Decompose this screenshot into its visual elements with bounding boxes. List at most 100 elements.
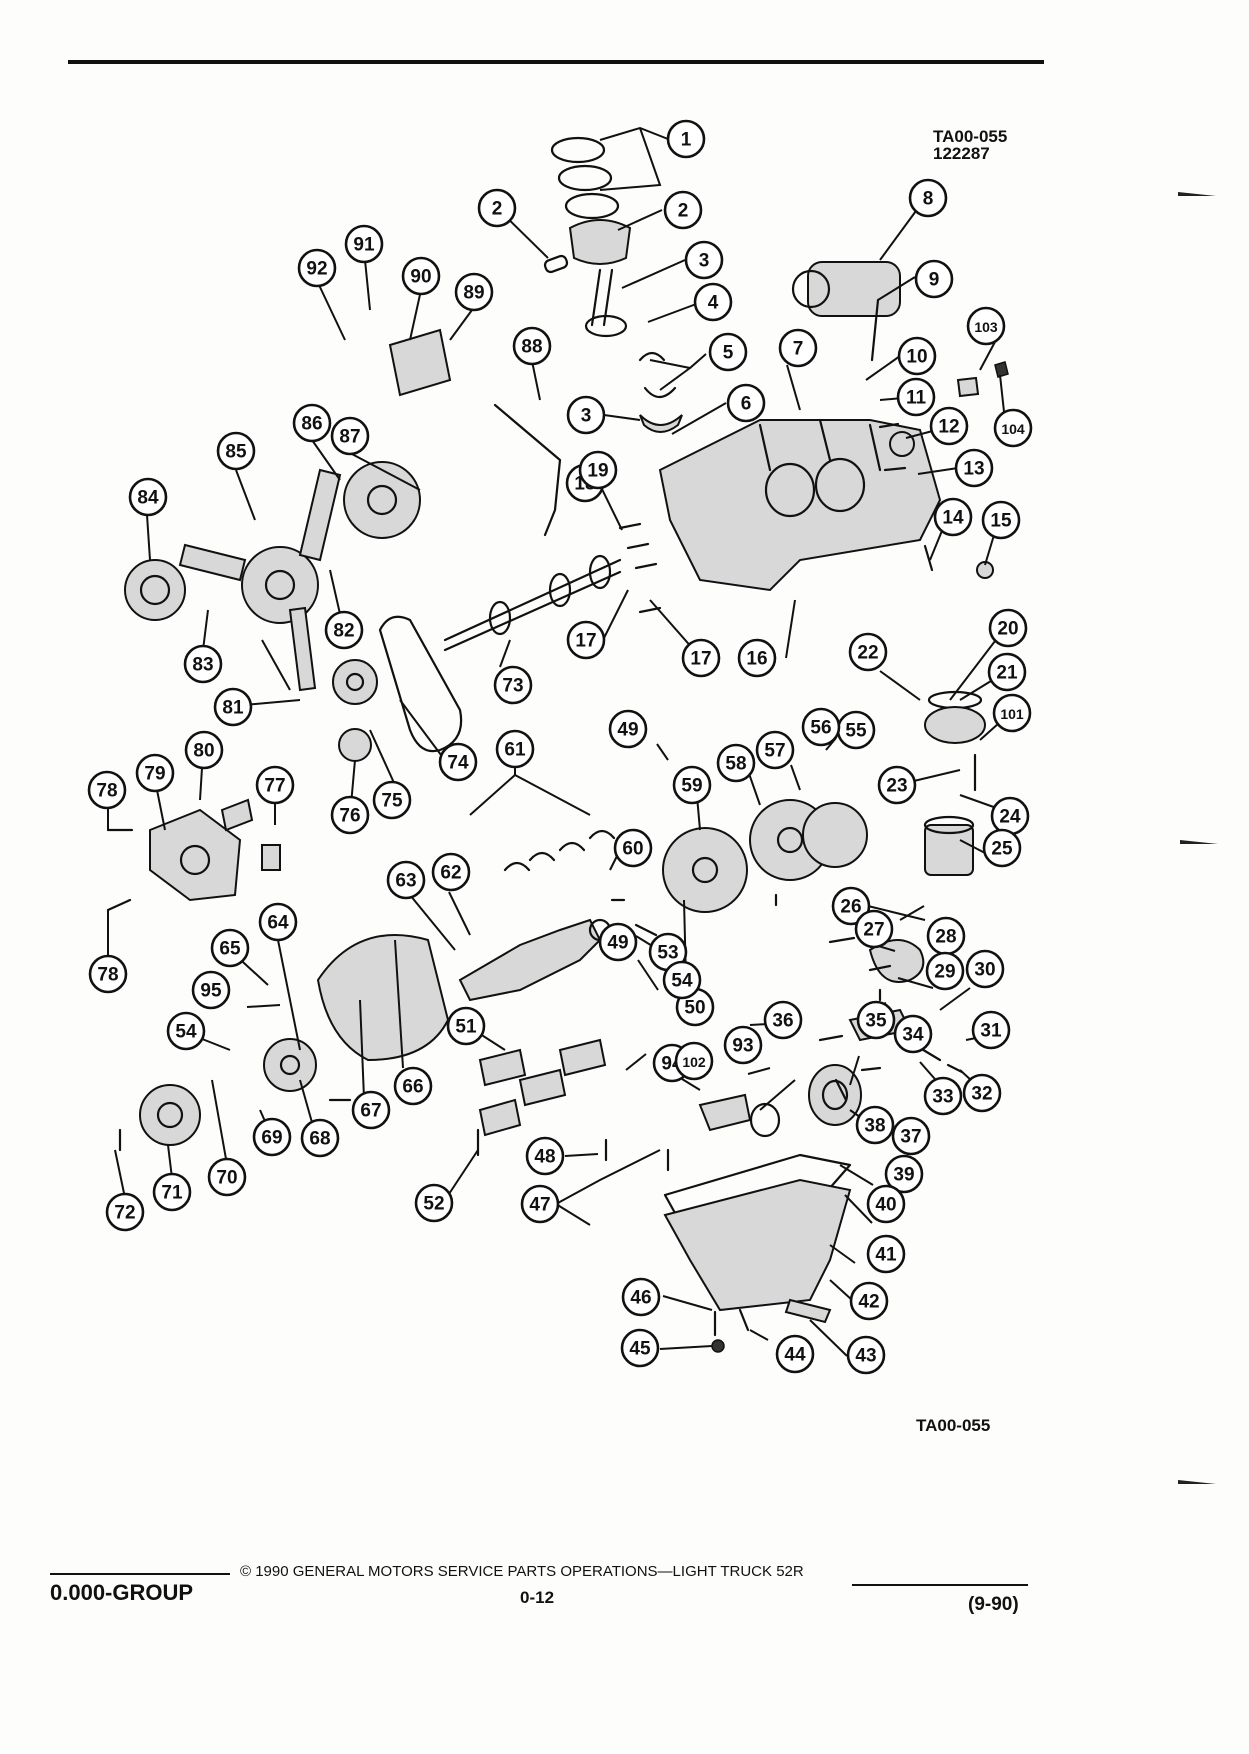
callout-number: 89 <box>463 283 484 304</box>
callout-92: 92 <box>297 248 337 288</box>
callout-number: 73 <box>502 676 523 697</box>
callout-number: 13 <box>963 459 984 480</box>
callout-number: 57 <box>764 741 785 762</box>
callout-52: 52 <box>414 1183 454 1223</box>
callout-number: 7 <box>793 339 804 360</box>
callout-34: 34 <box>893 1014 933 1054</box>
callout-number: 3 <box>581 406 592 427</box>
callout-51: 51 <box>446 1006 486 1046</box>
callout-25: 25 <box>982 828 1022 868</box>
callout-number: 93 <box>732 1036 753 1057</box>
callout-number: 6 <box>741 394 752 415</box>
callout-number: 78 <box>97 965 118 986</box>
callout-30: 30 <box>965 949 1005 989</box>
callout-39: 39 <box>884 1154 924 1194</box>
callout-67: 67 <box>351 1090 391 1130</box>
callout-2: 2 <box>477 188 517 228</box>
figure-reference-top: TA00-055 122287 <box>933 128 1007 162</box>
callout-20: 20 <box>988 608 1028 648</box>
callout-number: 62 <box>440 863 461 884</box>
callout-number: 15 <box>990 511 1012 532</box>
callout-72: 72 <box>105 1192 145 1232</box>
callout-number: 87 <box>339 427 360 448</box>
callout-number: 9 <box>929 270 940 291</box>
callout-number: 72 <box>114 1203 135 1224</box>
callout-number: 45 <box>629 1339 651 1360</box>
callout-number: 79 <box>144 764 165 785</box>
callout-86: 86 <box>292 403 332 443</box>
callout-number: 75 <box>381 791 403 812</box>
callout-number: 101 <box>1000 706 1024 722</box>
callout-101: 101 <box>992 693 1032 733</box>
binding-edge-mark <box>1178 192 1216 196</box>
callout-93: 93 <box>723 1025 763 1065</box>
callout-number: 51 <box>455 1017 477 1038</box>
callout-88: 88 <box>512 326 552 366</box>
part-sketches <box>106 136 1009 1353</box>
callout-3: 3 <box>566 395 606 435</box>
callout-54: 54 <box>662 960 702 1000</box>
callout-number: 86 <box>301 414 322 435</box>
callout-11: 11 <box>896 377 936 417</box>
callout-number: 55 <box>845 721 867 742</box>
callout-59: 59 <box>672 765 712 805</box>
callout-number: 16 <box>746 649 767 670</box>
callout-87: 87 <box>330 416 370 456</box>
callout-number: 56 <box>810 718 831 739</box>
callout-21: 21 <box>987 652 1027 692</box>
callout-number: 34 <box>902 1025 924 1046</box>
callout-number: 1 <box>681 130 692 151</box>
callout-17: 17 <box>681 638 721 678</box>
callout-number: 78 <box>96 781 117 802</box>
callout-number: 29 <box>934 962 955 983</box>
callout-95: 95 <box>191 970 231 1010</box>
callout-number: 39 <box>893 1165 914 1186</box>
callout-27: 27 <box>854 909 894 949</box>
header-rule <box>68 60 1044 64</box>
callout-103: 103 <box>966 306 1006 346</box>
callout-7: 7 <box>778 328 818 368</box>
callout-63: 63 <box>386 860 426 900</box>
callout-48: 48 <box>525 1136 565 1176</box>
callout-82: 82 <box>324 610 364 650</box>
callout-40: 40 <box>866 1184 906 1224</box>
callout-number: 44 <box>784 1345 806 1366</box>
callout-number: 40 <box>875 1195 896 1216</box>
callout-85: 85 <box>216 431 256 471</box>
callout-number: 46 <box>630 1288 651 1309</box>
figure-date-code: 122287 <box>933 144 990 163</box>
callout-10: 10 <box>897 336 937 376</box>
callout-number: 90 <box>410 267 431 288</box>
callout-number: 33 <box>932 1087 953 1108</box>
callout-number: 95 <box>200 981 222 1002</box>
callout-number: 36 <box>772 1011 793 1032</box>
callout-number: 104 <box>1001 421 1025 437</box>
callout-number: 37 <box>900 1127 921 1148</box>
callout-number: 76 <box>339 806 360 827</box>
callout-76: 76 <box>330 795 370 835</box>
callout-number: 66 <box>402 1077 423 1098</box>
callout-number: 20 <box>997 619 1018 640</box>
callout-65: 65 <box>210 928 250 968</box>
callout-62: 62 <box>431 852 471 892</box>
callout-number: 38 <box>864 1116 885 1137</box>
callout-42: 42 <box>849 1281 889 1321</box>
callout-number: 84 <box>137 488 159 509</box>
callout-number: 25 <box>991 839 1013 860</box>
callout-75: 75 <box>372 780 412 820</box>
callout-83: 83 <box>183 644 223 684</box>
callout-number: 71 <box>161 1183 183 1204</box>
callout-number: 54 <box>671 971 693 992</box>
callout-number: 60 <box>622 839 643 860</box>
callout-number: 50 <box>684 998 705 1019</box>
binding-edge-mark <box>1178 1480 1216 1484</box>
callout-47: 47 <box>520 1184 560 1224</box>
callout-number: 49 <box>617 720 638 741</box>
callout-number: 12 <box>938 417 959 438</box>
callout-number: 85 <box>225 442 247 463</box>
callout-number: 47 <box>529 1195 550 1216</box>
callout-number: 48 <box>534 1147 555 1168</box>
callout-73: 73 <box>493 665 533 705</box>
callout-74: 74 <box>438 742 478 782</box>
